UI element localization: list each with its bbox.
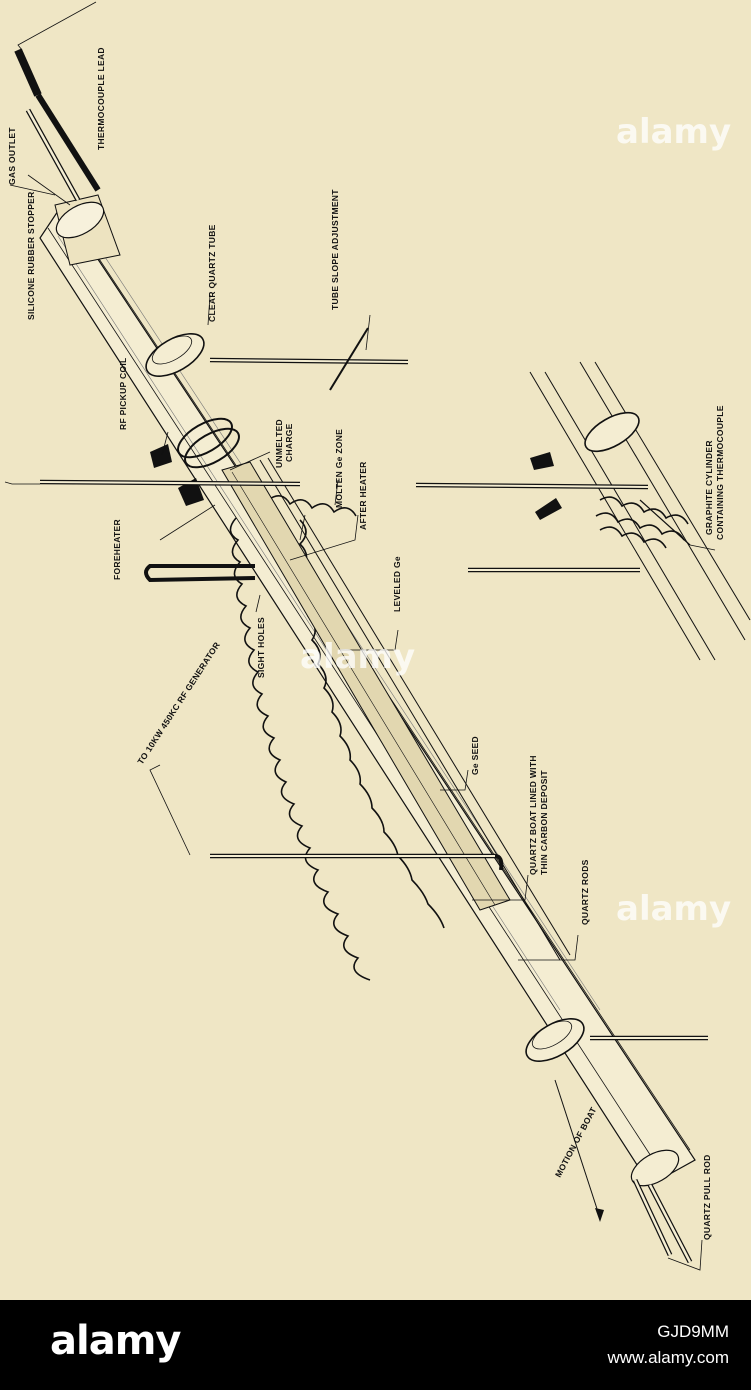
site-url: www.alamy.com bbox=[607, 1348, 729, 1367]
label-ge-seed: Ge SEED bbox=[470, 736, 480, 775]
watermark-bottom-right: alamy bbox=[616, 889, 731, 929]
foreheater-return-lead bbox=[144, 564, 256, 583]
label-gas-outlet: GAS OUTLET bbox=[7, 127, 17, 185]
inset-detail bbox=[415, 361, 751, 661]
watermark-center: alamy bbox=[300, 637, 415, 677]
apparatus-diagram: GAS OUTLET THERMOCOUPLE LEAD SILICONE RU… bbox=[4, 1, 751, 1271]
image-id: GJD9MM bbox=[657, 1322, 729, 1341]
label-quartz-boat-1: QUARTZ BOAT LINED WITH bbox=[528, 755, 538, 875]
label-quartz-rods: QUARTZ RODS bbox=[580, 859, 590, 925]
label-tube-slope-adjustment: TUBE SLOPE ADJUSTMENT bbox=[330, 189, 340, 310]
gas-outlet-tube bbox=[25, 108, 81, 202]
label-graphite-cylinder-2: CONTAINING THERMOCOUPLE bbox=[715, 405, 725, 540]
label-foreheater: FOREHEATER bbox=[112, 519, 122, 580]
thermocouple-lead-wire bbox=[14, 48, 101, 192]
tube-slope-adjustment bbox=[209, 327, 409, 391]
label-rf-pickup-coil: RF PICKUP COIL bbox=[118, 357, 128, 430]
label-quartz-boat-2: THIN CARBON DEPOSIT bbox=[539, 770, 549, 875]
rf-pickup-coil bbox=[150, 417, 240, 469]
quartz-rods bbox=[259, 457, 571, 961]
rf-generator-lead-upper bbox=[39, 479, 301, 487]
alamy-logo: alamy bbox=[50, 1318, 181, 1364]
label-silicone-rubber-stopper: SILICONE RUBBER STOPPER bbox=[26, 191, 36, 320]
quartz-pull-rods bbox=[632, 1178, 693, 1264]
leader-lines bbox=[4, 1, 716, 1271]
label-graphite-cylinder-1: GRAPHITE CYLINDER bbox=[704, 440, 714, 535]
rf-generator-lead-lower bbox=[210, 853, 504, 871]
watermark-overlay: alamy alamy alamy bbox=[300, 112, 731, 929]
tube-collar-upper bbox=[145, 333, 205, 377]
label-leveled-ge: LEVELED Ge bbox=[392, 556, 402, 612]
label-quartz-pull-rod: QUARTZ PULL ROD bbox=[702, 1154, 712, 1240]
watermark-top-right: alamy bbox=[616, 112, 731, 152]
label-motion-of-boat: MOTION OF BOAT bbox=[553, 1105, 599, 1179]
tube-collar-lower bbox=[525, 1018, 585, 1062]
label-rf-generator: TO 10KW 450KC RF GENERATOR bbox=[135, 640, 222, 766]
motion-arrow bbox=[554, 1079, 604, 1222]
watermark-footer: alamy GJD9MM www.alamy.com bbox=[0, 1300, 751, 1390]
label-unmelted-charge-1: UNMELTED bbox=[274, 419, 284, 468]
label-after-heater: AFTER HEATER bbox=[358, 461, 368, 530]
label-thermocouple-lead: THERMOCOUPLE LEAD bbox=[96, 47, 106, 150]
label-unmelted-charge-2: CHARGE bbox=[284, 423, 294, 462]
diagram-figure: GAS OUTLET THERMOCOUPLE LEAD SILICONE RU… bbox=[0, 0, 751, 1300]
label-molten-ge-zone: MOLTEN Ge ZONE bbox=[334, 429, 344, 508]
label-clear-quartz-tube: CLEAR QUARTZ TUBE bbox=[207, 224, 217, 322]
silicone-rubber-stopper bbox=[54, 194, 121, 266]
label-sight-holes: SIGHT HOLES bbox=[256, 617, 266, 678]
